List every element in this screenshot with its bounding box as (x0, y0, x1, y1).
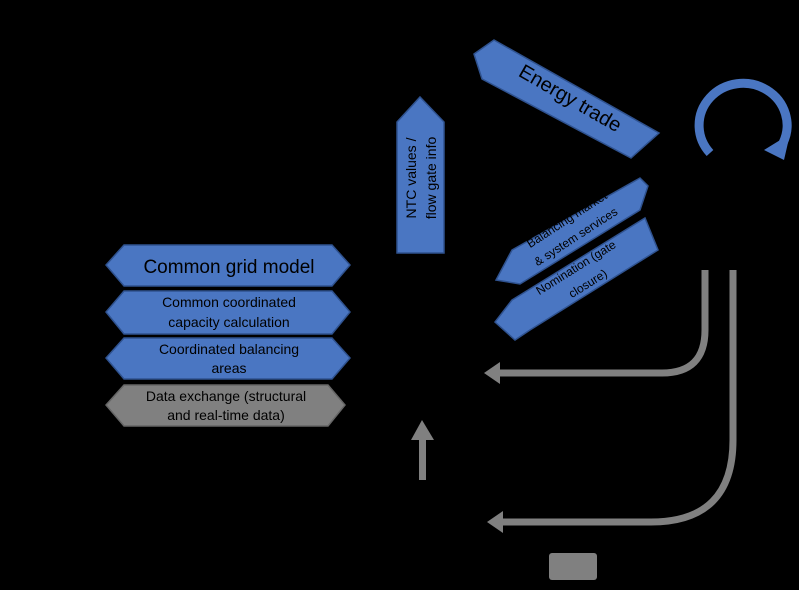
gray-up-arrow (411, 420, 434, 480)
capacity-calculation-label-line1: Common coordinated (162, 294, 296, 310)
capacity-calculation-label-line2: capacity calculation (168, 314, 289, 330)
energy-trade-arrow: Energy trade (473, 39, 661, 159)
capacity-calculation-block: Common coordinated capacity calculation (105, 290, 351, 335)
balancing-areas-label-line1: Coordinated balancing (159, 341, 299, 357)
common-grid-model-label: Common grid model (143, 257, 314, 278)
data-exchange-label-line1: Data exchange (structural (146, 388, 306, 404)
common-grid-model-block: Common grid model (105, 244, 351, 287)
ntc-label-line2: flow gate info (423, 137, 439, 220)
balancing-areas-label-line2: areas (211, 360, 246, 376)
ntc-flow-gate-arrow: NTC values / flow gate info (396, 95, 445, 254)
balancing-areas-block: Coordinated balancing areas (105, 337, 351, 380)
gray-box (549, 553, 597, 580)
data-exchange-block: Data exchange (structural and real-time … (105, 384, 346, 427)
data-exchange-label-line2: and real-time data) (167, 407, 285, 423)
gray-flow-upper (484, 270, 709, 384)
gray-flow-lower (487, 270, 737, 533)
ntc-label-line1: NTC values / (403, 137, 419, 218)
circular-arrow-icon (694, 78, 792, 160)
